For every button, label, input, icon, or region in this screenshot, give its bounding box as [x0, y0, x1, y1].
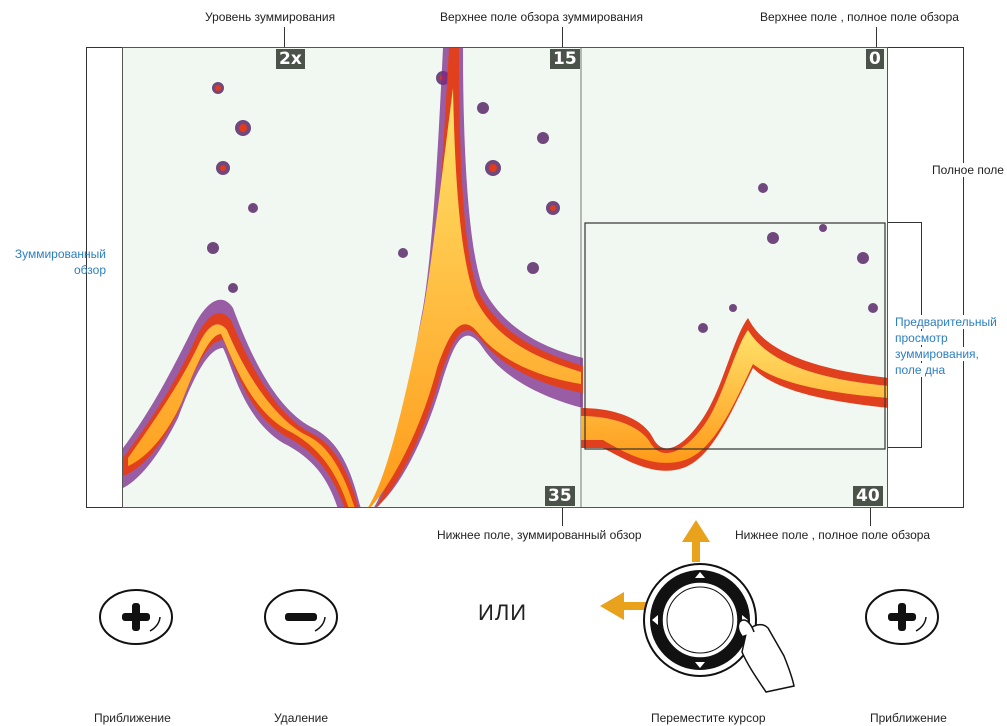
bracket-line [86, 507, 122, 508]
plus-button-icon [99, 589, 173, 645]
label-full-range: Полное поле [930, 163, 1006, 177]
leader-line [284, 27, 285, 47]
leader-line [562, 27, 563, 47]
leader-line [870, 508, 871, 526]
label-zoom-in: Приближение [94, 711, 171, 725]
badge-zoom-lower: 35 [545, 486, 575, 506]
pointing-hand-icon [741, 623, 795, 693]
bracket-line [888, 47, 964, 48]
leader-line [562, 508, 563, 526]
label-full-lower-range: Нижнее поле , полное поле обзора [735, 528, 931, 542]
label-zoom-out: Удаление [274, 711, 329, 725]
label-preview-4: поле дна [895, 363, 946, 377]
joystick-dial-icon [600, 520, 795, 693]
label-move-cursor: Переместите курсор [651, 711, 766, 725]
label-zoom-lower-range: Нижнее поле, зуммированный обзор [437, 528, 642, 542]
badge-zoom-upper: 15 [550, 49, 580, 69]
zoom-out-button[interactable] [263, 587, 339, 652]
label-zoom-upper-range: Верхнее поле обзора зуммирования [440, 10, 643, 24]
bracket-line [86, 47, 122, 48]
bracket-line [86, 47, 87, 508]
minus-button-icon [264, 589, 338, 645]
zoom-in-button-right[interactable] [864, 587, 940, 652]
label-zoomed-view-1: Зуммированный [14, 247, 106, 261]
label-preview-2: просмотр [895, 331, 948, 345]
bracket-line [963, 47, 964, 508]
label-preview-3: зуммирования, [895, 347, 979, 361]
badge-full-upper: 0 [866, 49, 884, 69]
or-text: ИЛИ [478, 600, 528, 625]
badge-full-lower: 40 [853, 486, 883, 506]
badge-zoom-level: 2x [276, 49, 305, 69]
sonar-display: 2x 15 0 35 40 [122, 47, 888, 508]
bracket-line [888, 447, 922, 448]
zoom-in-button[interactable] [98, 587, 174, 652]
sonar-image [123, 48, 887, 507]
bracket-line [888, 507, 964, 508]
label-zoomed-view-2: обзор [74, 263, 106, 277]
leader-line [876, 27, 877, 47]
label-preview-1: Предварительный [895, 315, 997, 329]
label-full-upper-range: Верхнее поле , полное поле обзора [760, 10, 959, 24]
label-zoom-in-right: Приближение [870, 711, 947, 725]
label-zoom-level: Уровень зуммирования [205, 10, 336, 24]
joystick-control[interactable] [596, 516, 806, 701]
bracket-line [888, 222, 922, 223]
plus-button-icon [865, 589, 939, 645]
